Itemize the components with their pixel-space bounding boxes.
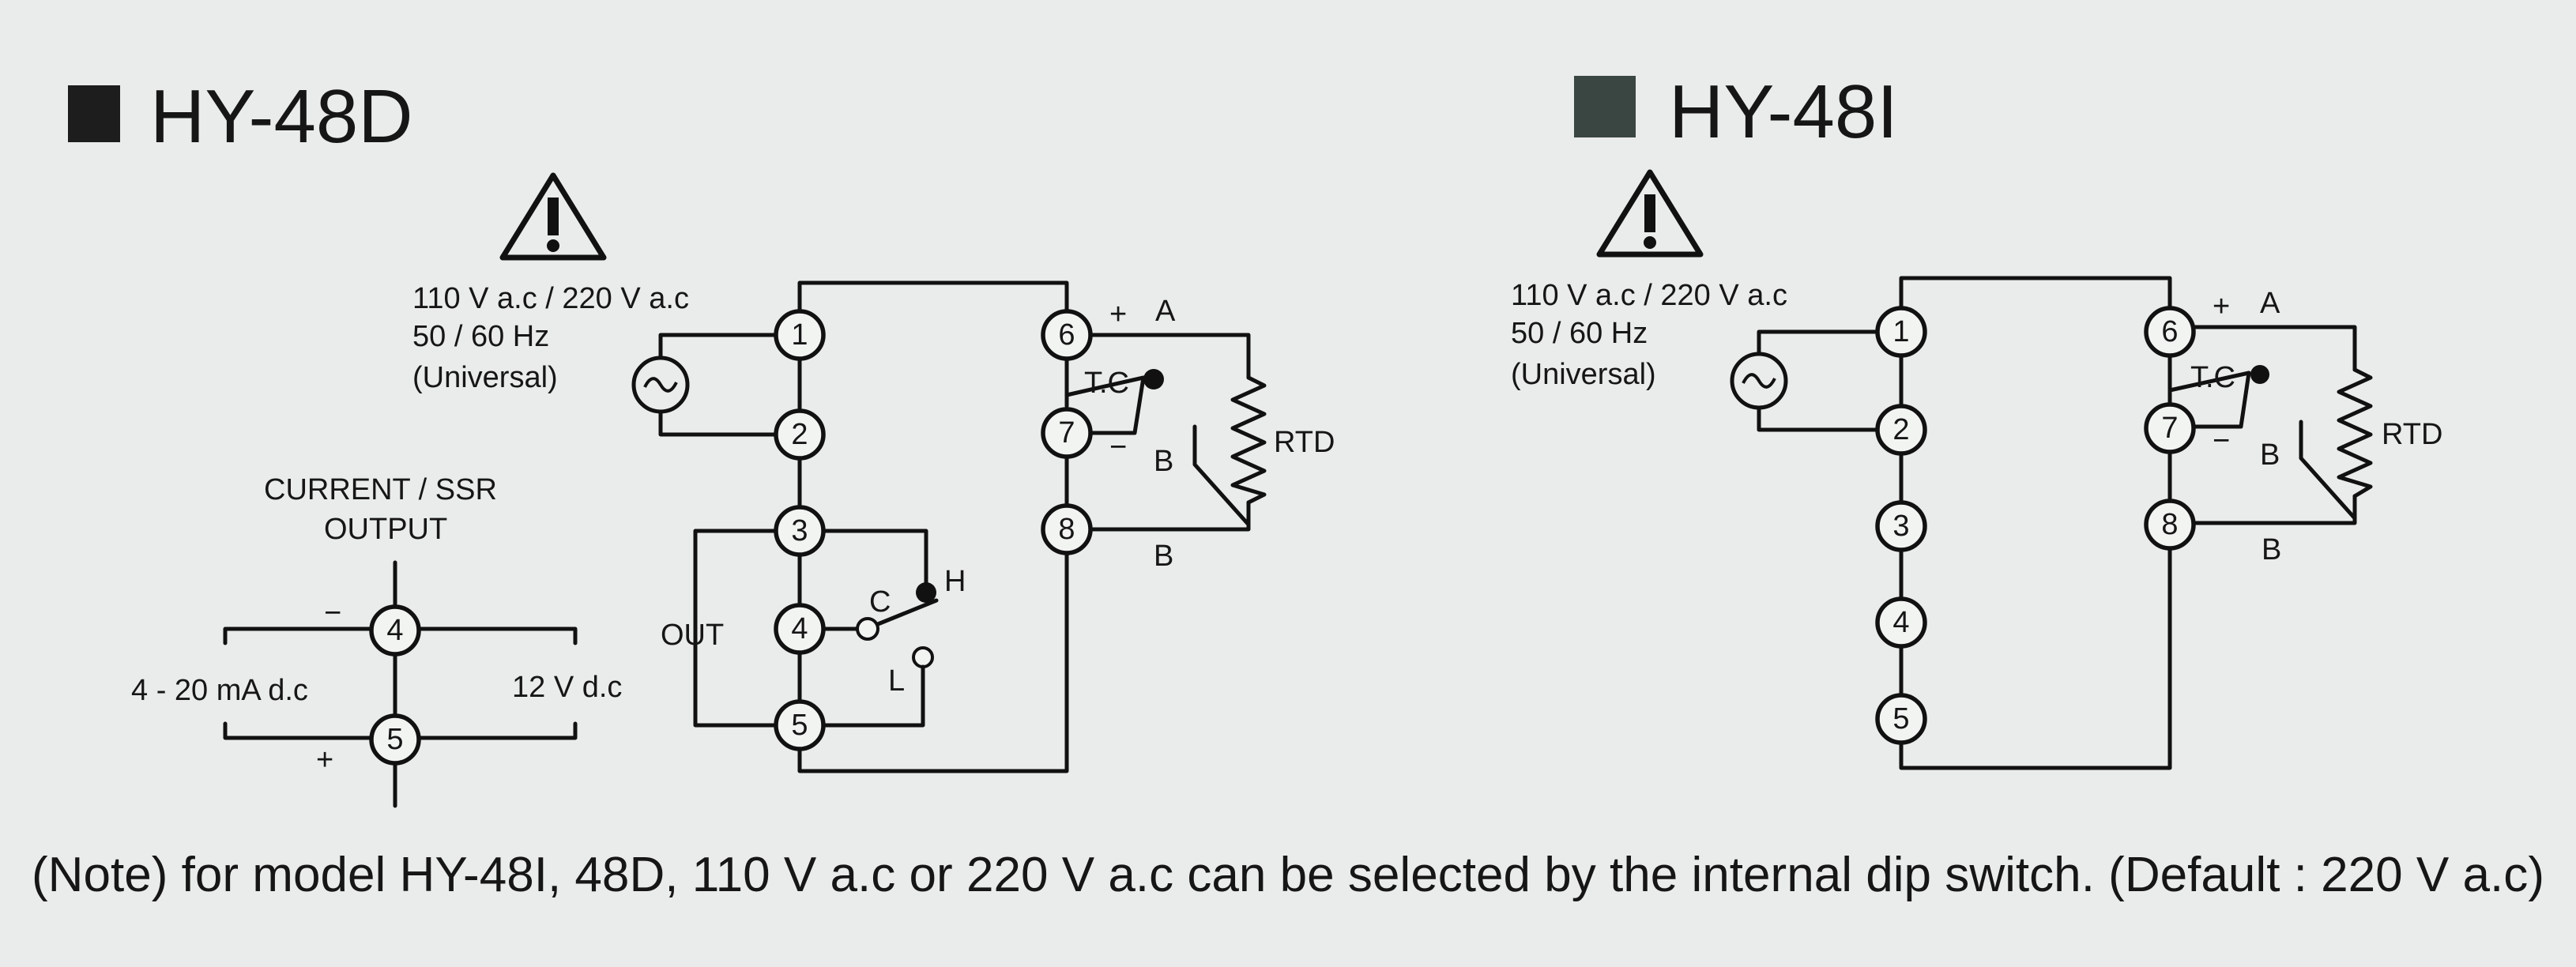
terminal-3-right: 3: [1875, 500, 1927, 552]
title-hy-48d: HY-48D: [150, 74, 413, 159]
b-label-left-lower: B: [1154, 540, 1173, 573]
output-block-title-1: CURRENT / SSR: [264, 473, 497, 506]
terminal-4-right: 4: [1875, 596, 1927, 649]
tc-junction-left: [1143, 369, 1164, 389]
title-square-left: [68, 85, 120, 142]
plus-label-right: +: [2213, 290, 2230, 323]
svg-text:6: 6: [2161, 315, 2178, 348]
svg-text:8: 8: [1058, 513, 1075, 546]
relay-l-contact: [912, 646, 934, 668]
terminal-7-right: 7: [2144, 402, 2196, 454]
footnote: (Note) for model HY-48I, 48D, 110 V a.c …: [32, 848, 2544, 902]
output-terminal-4: [369, 604, 421, 657]
svg-text:5: 5: [386, 723, 403, 756]
tc-junction-right: [2250, 365, 2269, 384]
svg-text:4: 4: [386, 614, 403, 647]
terminal-6-right: 6: [2144, 306, 2196, 358]
minus-label-right: −: [2213, 424, 2230, 457]
title-square-right: [1574, 76, 1636, 137]
ac-source-icon: [631, 356, 690, 414]
output-current-label: 4 - 20 mA d.c: [131, 674, 308, 707]
supply-voltage-label: 110 V a.c / 220 V a.c: [1511, 279, 1787, 312]
terminal-8-right: 8: [2144, 499, 2196, 551]
terminal-3-left: 3: [774, 505, 826, 557]
minus-label-left: −: [1109, 431, 1127, 464]
rtd-resistor-left: [1230, 375, 1267, 505]
terminal-2-left: 2: [774, 408, 826, 461]
b-label-left-upper: B: [1154, 445, 1173, 478]
terminal-6-left: 6: [1041, 309, 1093, 361]
out-label: OUT: [661, 619, 724, 652]
terminal-1-right: 1: [1875, 306, 1927, 358]
svg-text:2: 2: [791, 418, 808, 451]
svg-text:2: 2: [1892, 413, 1909, 446]
supply-voltage-label: 110 V a.c / 220 V a.c: [412, 282, 689, 315]
title-hy-48i: HY-48I: [1669, 70, 1898, 154]
relay-c-label: C: [869, 585, 891, 619]
terminal-2-right: 2: [1875, 404, 1927, 456]
a-label-right: A: [2260, 287, 2280, 320]
svg-text:4: 4: [1892, 606, 1909, 639]
tc-label-left: T.C: [1084, 367, 1129, 400]
terminal-4-left: 4: [774, 603, 826, 655]
output-minus-label: −: [324, 596, 341, 630]
supply-universal-label: (Universal): [1511, 358, 1656, 391]
svg-text:5: 5: [1892, 702, 1909, 736]
output-plus-label: +: [316, 743, 333, 777]
svg-text:3: 3: [1892, 510, 1909, 543]
svg-text:3: 3: [791, 514, 808, 547]
svg-text:6: 6: [1058, 318, 1075, 352]
terminal-5-left: 5: [774, 699, 826, 751]
relay-l-label: L: [888, 664, 905, 698]
warning-icon: [1596, 169, 1704, 258]
relay-h-label: H: [944, 565, 966, 598]
ac-source-icon: [1730, 352, 1788, 410]
supply-frequency-label: 50 / 60 Hz: [412, 320, 549, 353]
hy-48i-diagram: HY-48I 110 V a.c / 220 V a.c 50 / 60 Hz …: [1511, 70, 2442, 770]
hy-48d-diagram: HY-48D 110 V a.c / 220 V a.c 50 / 60 Hz …: [68, 74, 1335, 808]
plus-label-left: +: [1109, 298, 1127, 331]
b-label-right-upper: B: [2260, 438, 2280, 472]
svg-text:1: 1: [1892, 315, 1909, 348]
relay-c-contact: [856, 617, 879, 641]
output-terminal-5: [369, 713, 421, 766]
rtd-resistor-right: [2337, 367, 2373, 499]
supply-universal-label: (Universal): [412, 361, 558, 394]
svg-text:4: 4: [791, 612, 808, 645]
warning-icon: [499, 172, 607, 261]
supply-frequency-label: 50 / 60 Hz: [1511, 317, 1648, 350]
terminal-7-left: 7: [1041, 407, 1093, 459]
a-label-left: A: [1155, 295, 1176, 328]
relay-h-contact: [916, 582, 936, 603]
svg-text:8: 8: [2161, 508, 2178, 541]
terminal-1-left: 1: [774, 309, 826, 361]
output-block-title-2: OUTPUT: [324, 513, 447, 546]
svg-text:7: 7: [1058, 416, 1075, 450]
current-ssr-output-block: CURRENT / SSR OUTPUT 4 5 − + 4 - 20 mA d…: [131, 473, 622, 808]
tc-label-right: T.C: [2190, 361, 2235, 394]
output-voltage-label: 12 V d.c: [512, 671, 622, 704]
b-label-right-lower: B: [2262, 533, 2281, 566]
rtd-label-right: RTD: [2382, 418, 2442, 451]
terminal-5-right: 5: [1875, 693, 1927, 745]
terminal-8-left: 8: [1041, 503, 1093, 555]
svg-text:7: 7: [2161, 412, 2178, 445]
rtd-label-left: RTD: [1274, 426, 1335, 459]
svg-text:5: 5: [791, 709, 808, 742]
svg-text:1: 1: [791, 318, 808, 352]
